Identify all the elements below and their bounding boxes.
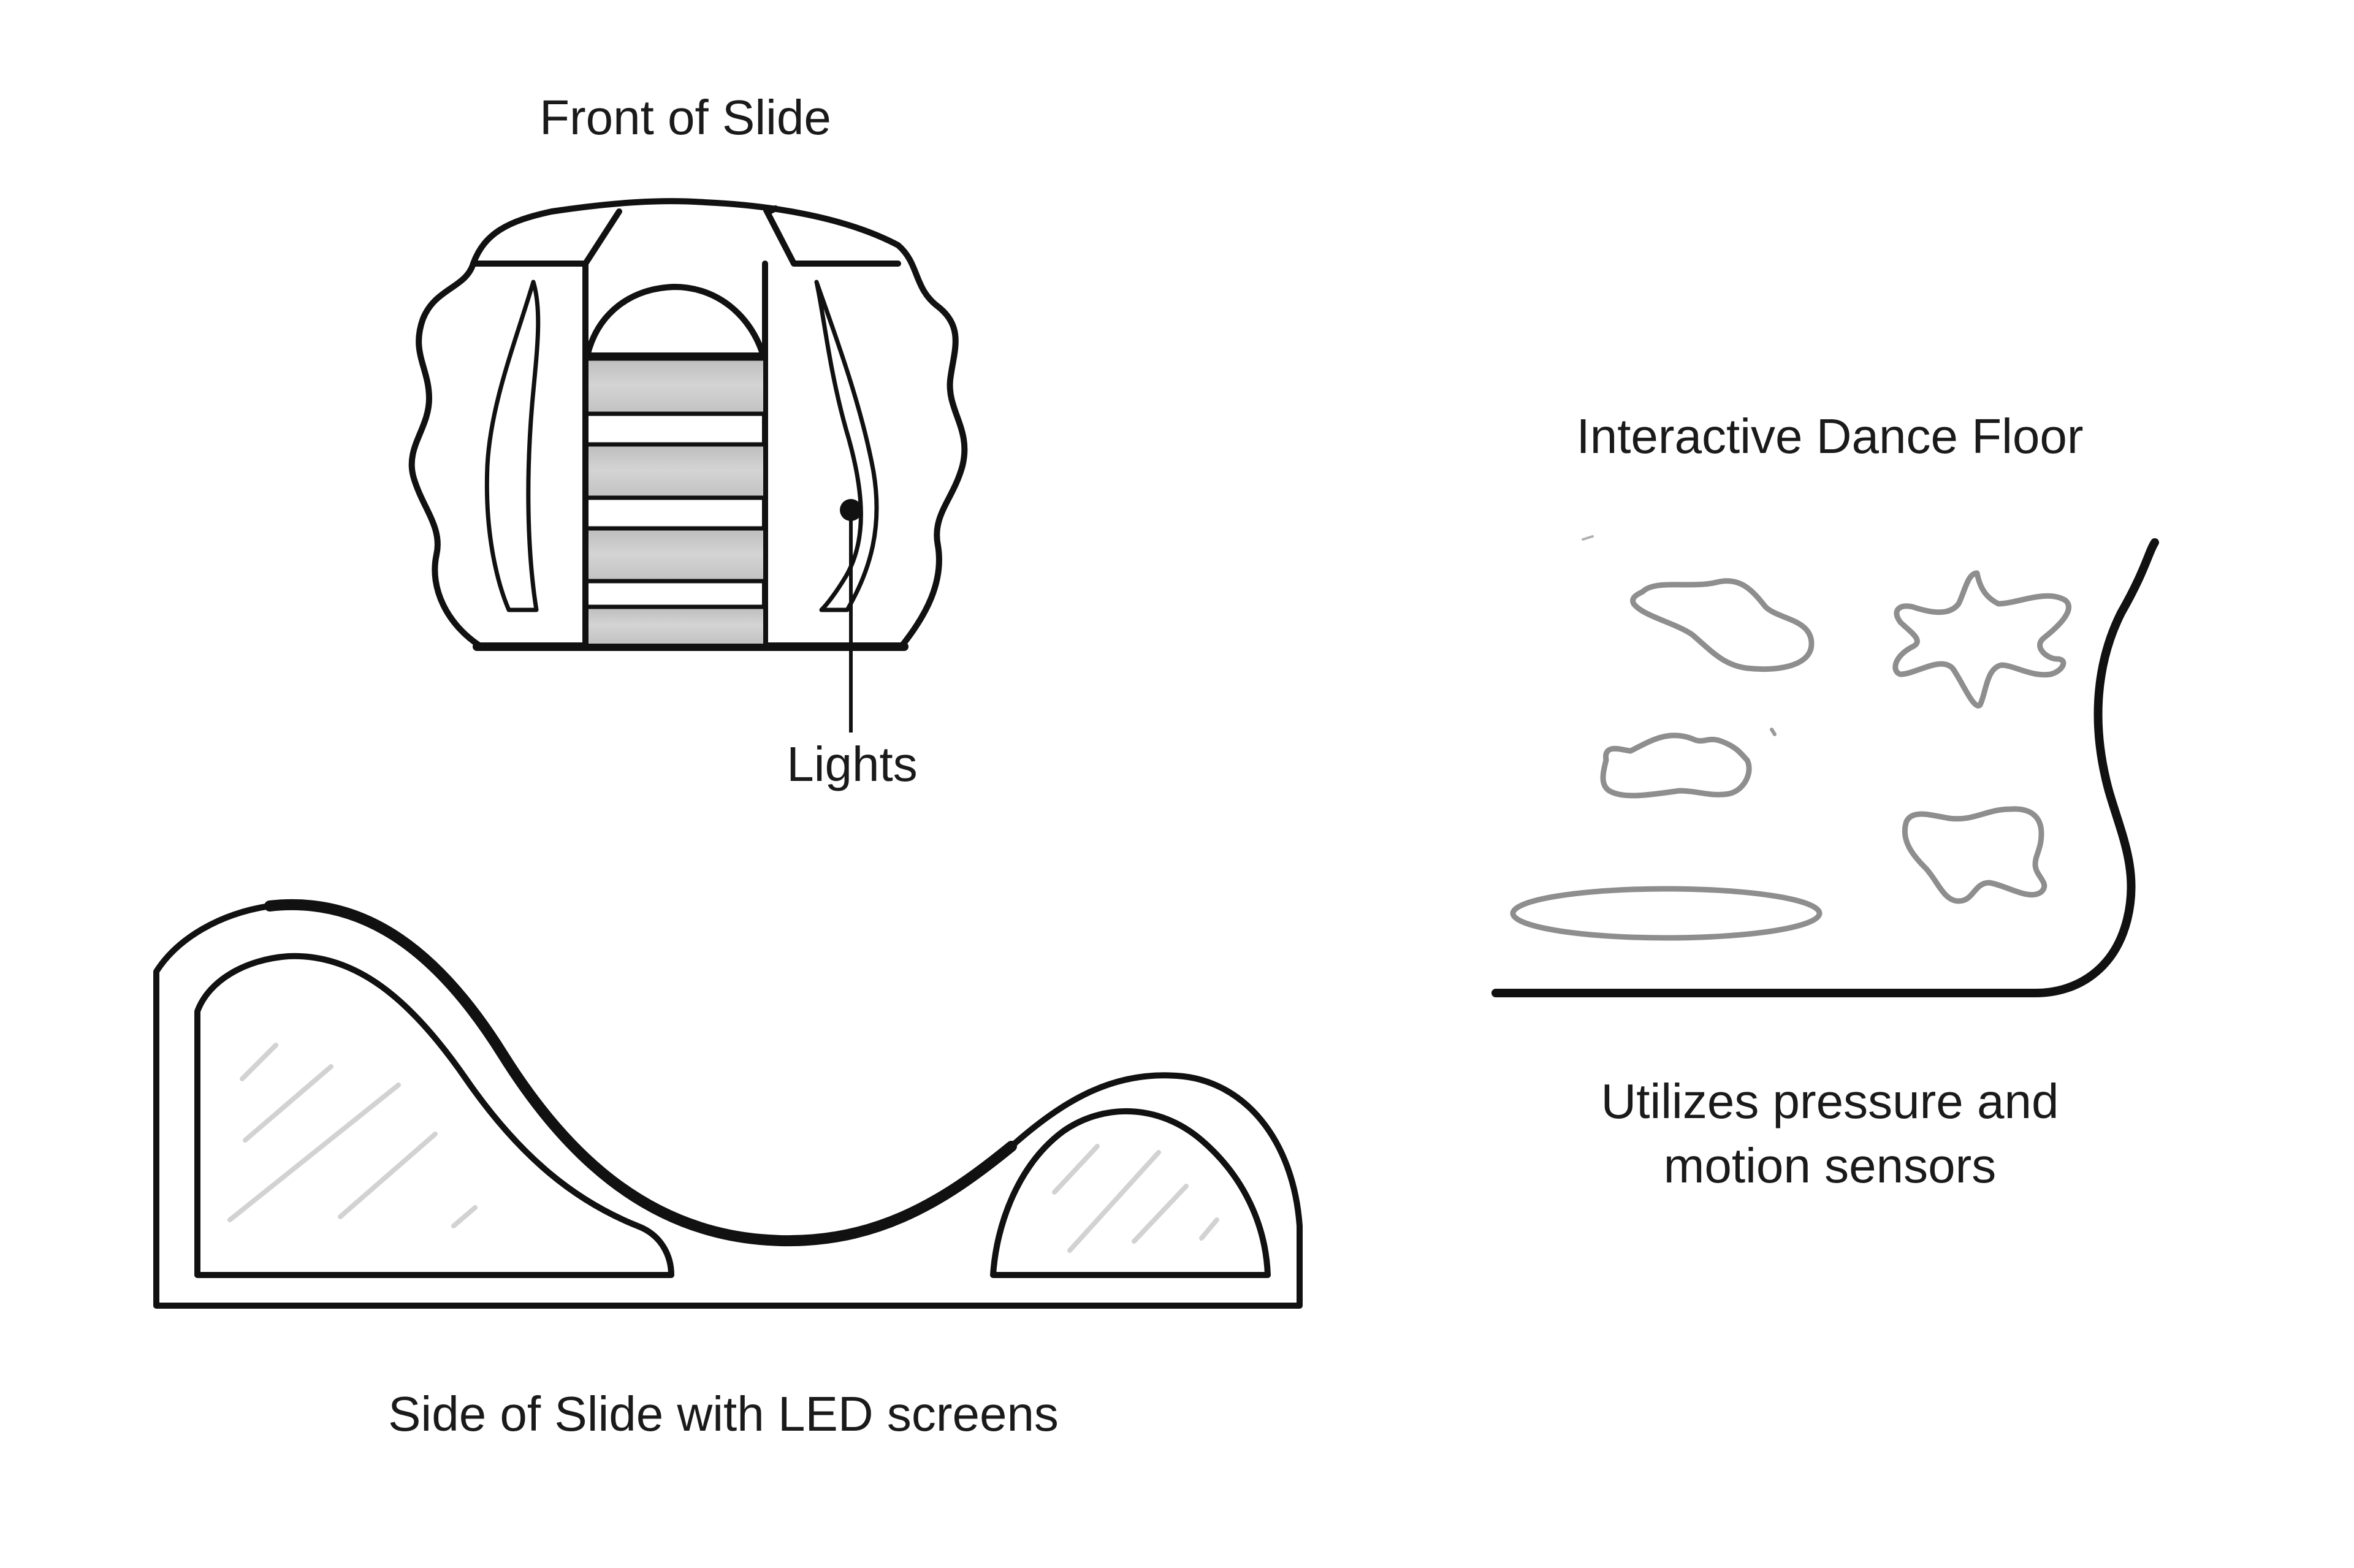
light-strip [588, 607, 763, 644]
side-of-slide-drawing [153, 899, 1303, 1309]
slide-arch [584, 284, 766, 359]
dance-floor-drawing [1491, 535, 2159, 997]
sensor-pad-blob [1630, 578, 1815, 672]
sensor-pad-blob-2 [1902, 806, 2047, 904]
sensor-pad-star [1892, 570, 2071, 709]
led-screen-right [990, 1108, 1271, 1278]
light-strip [588, 359, 763, 413]
dance-floor-caption-line2: motion sensors [1663, 1138, 1997, 1193]
slide-surface [264, 899, 1017, 1247]
slide-steps [585, 356, 765, 644]
front-of-slide-title: Front of Slide [539, 90, 831, 145]
left-light-blade [484, 280, 541, 612]
sensor-pad-cloud [1600, 733, 1752, 799]
lights-callout [840, 499, 862, 733]
front-of-slide-drawing [408, 198, 968, 651]
side-of-slide-title: Side of Slide with LED screens [388, 1387, 1059, 1441]
light-strip [588, 444, 763, 497]
light-strip [588, 528, 763, 580]
right-light-blade [814, 280, 879, 612]
slide-front-shell [408, 198, 968, 650]
sensor-pad-ellipse [1510, 886, 1823, 941]
lights-callout-label: Lights [787, 737, 918, 791]
slide-side-outline [153, 901, 1303, 1309]
dance-floor-edge [1491, 538, 2159, 997]
dance-floor-caption-line1: Utilizes pressure and [1601, 1074, 2059, 1128]
led-screen-left [194, 953, 674, 1278]
dance-floor-title: Interactive Dance Floor [1576, 409, 2084, 463]
callout-dot [840, 499, 862, 521]
